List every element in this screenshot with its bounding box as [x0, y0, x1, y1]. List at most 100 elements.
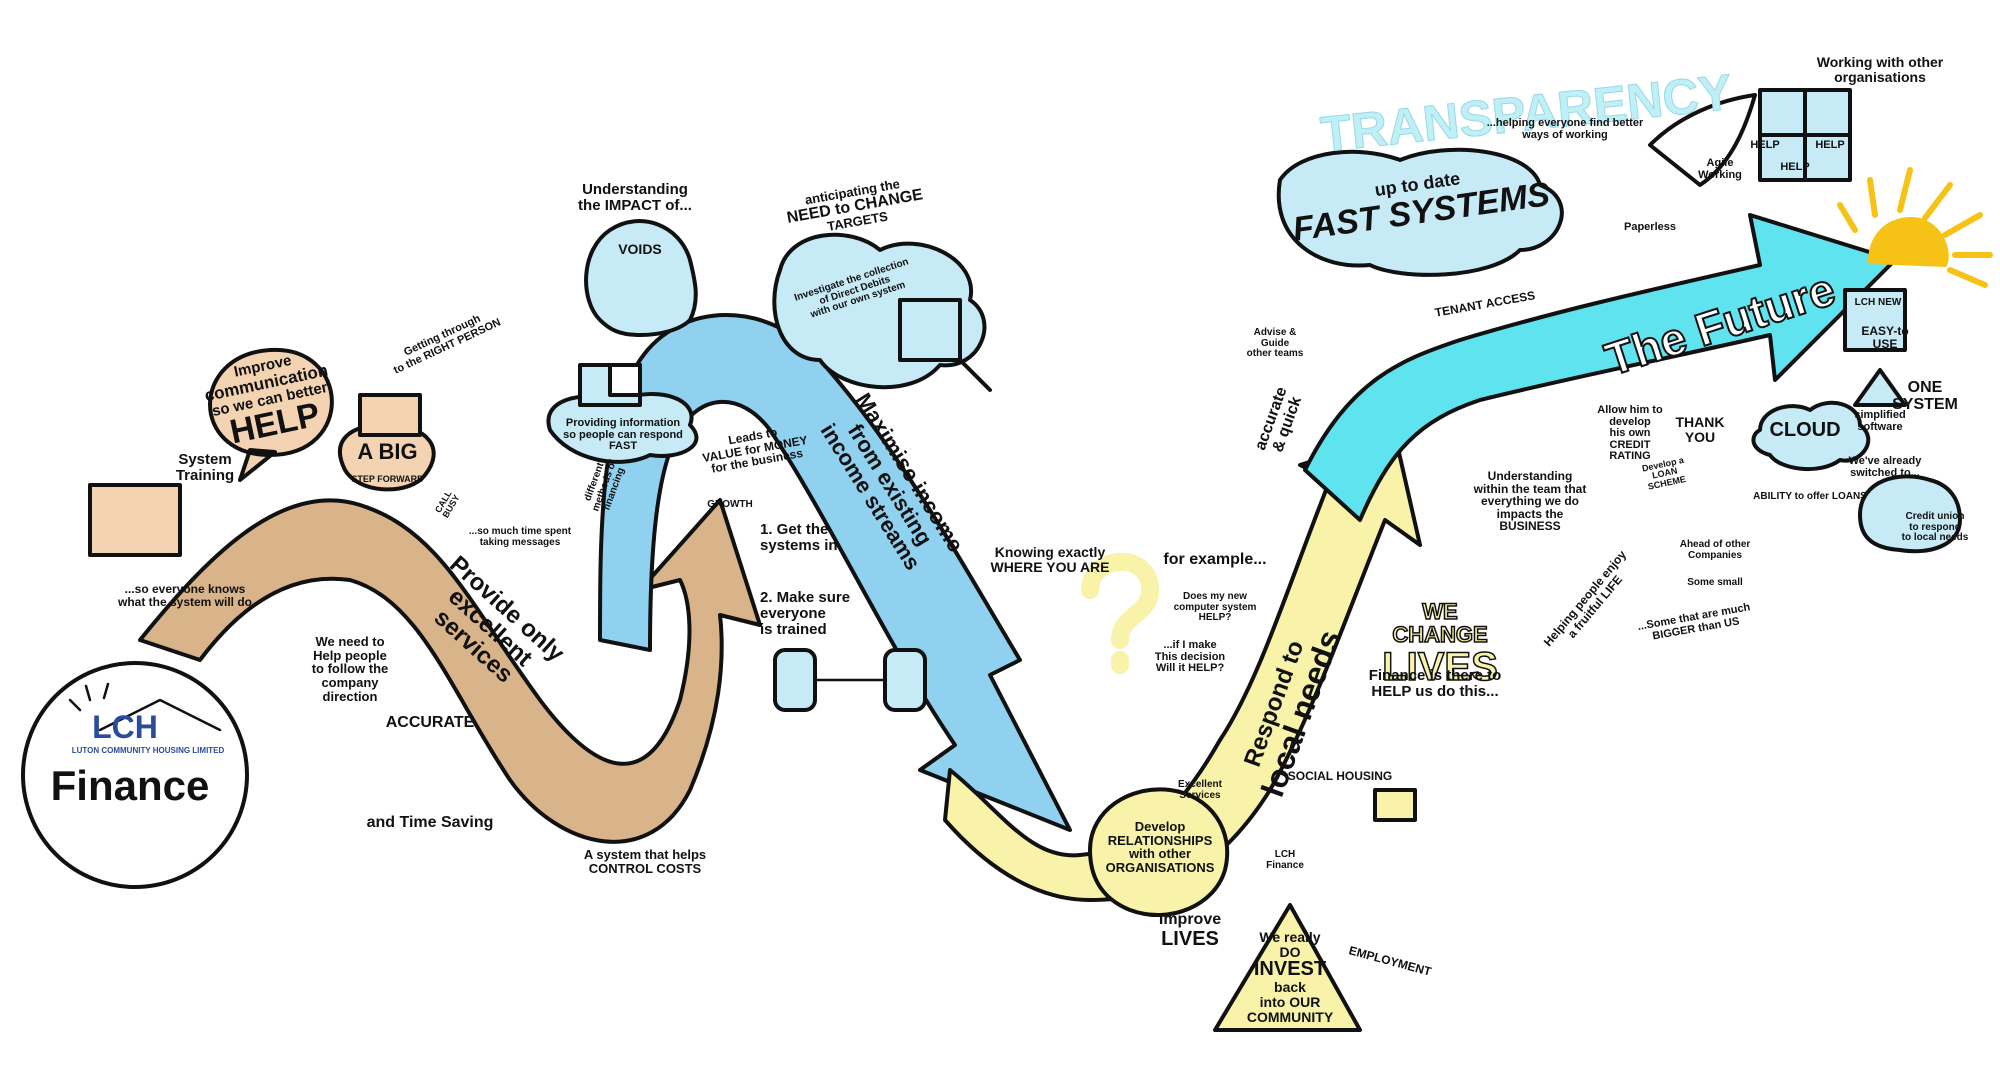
gs-2: systems in — [760, 536, 838, 554]
ms-2: everyone — [760, 604, 826, 622]
system-training-label: System Training — [160, 452, 250, 484]
puzzle-piece — [1803, 88, 1852, 137]
we-change-label: WE CHANGE LIVES — [1380, 599, 1500, 689]
cloud-label: CLOUD — [1769, 419, 1841, 441]
st-1: System — [178, 451, 232, 468]
helping-everyone-label: ...helping everyone find better ways of … — [1470, 117, 1660, 141]
logo-org-name: LUTON COMMUNITY HOUSING LIMITED — [72, 746, 225, 755]
logo-letters: LCH — [92, 709, 158, 745]
gs-1: 1. Get the — [760, 521, 829, 538]
ut-3: everything we do — [1480, 494, 1580, 509]
ag2-2: Guide — [1260, 337, 1290, 349]
st-2: Training — [175, 466, 235, 484]
ag2-3: other teams — [1246, 348, 1304, 359]
computer-monitor-icon — [88, 483, 182, 557]
up-arrow-icon — [1853, 368, 1907, 407]
accurate-label: ACCURATE — [385, 714, 475, 731]
voids-head — [584, 219, 698, 337]
allow-develop-label: Allow him to develop his own CREDIT RATI… — [1590, 404, 1670, 463]
develop-relationships-label: Develop RELATIONSHIPS with other ORGANIS… — [1085, 820, 1235, 875]
he-2: ways of working — [1522, 128, 1608, 141]
some-small-label: Some small — [1687, 577, 1743, 588]
credit-union-label: Credit union to respond to local needs — [1890, 511, 1980, 544]
ag2-1: Advise & — [1253, 327, 1297, 338]
social-housing-label: SOCIAL HOUSING — [1287, 769, 1393, 783]
simplified-label: simplified software — [1840, 409, 1920, 433]
bs-1: A BIG — [357, 439, 418, 464]
as-2: switched to... — [1850, 466, 1920, 479]
dr-3: with other — [1128, 846, 1192, 862]
advise-guide-label: Advise & Guide other teams — [1245, 327, 1305, 360]
providing-info-label: Providing information so people can resp… — [553, 417, 693, 453]
question-mark-icon — [1081, 552, 1160, 674]
ui-2: the IMPACT of... — [578, 196, 692, 214]
eu-1: EASY-to — [1861, 324, 1909, 338]
se-2: what the system will do — [117, 594, 253, 609]
cu-1: Credit union — [1905, 511, 1965, 522]
ms-1: 2. Make sure — [760, 589, 851, 606]
iv-3: INVEST — [1253, 958, 1327, 981]
finance-there-label: Finance is there to HELP us do this... — [1345, 668, 1525, 700]
understanding-impact-label: Understanding the IMPACT of... — [560, 182, 710, 214]
ag-2: Working — [1698, 168, 1742, 181]
big-step-label: A BIG STEP FORWARD — [345, 440, 430, 486]
hp-4: company — [321, 674, 379, 690]
ms-3: is trained — [760, 620, 827, 638]
dr-1: Develop — [1134, 819, 1186, 834]
logo-department: Finance — [51, 762, 210, 809]
ut-2: within the team that — [1473, 481, 1587, 496]
se-1: ...so everyone knows — [124, 582, 246, 596]
dr-4: ORGANISATIONS — [1105, 859, 1215, 875]
il-1: Improve — [1158, 911, 1222, 928]
im-3: Will it HELP? — [1155, 662, 1225, 675]
im-1: ...if I make — [1163, 639, 1217, 651]
ad-4: CREDIT — [1609, 438, 1651, 451]
invest-triangle — [1213, 903, 1362, 1032]
puzzle-icon — [1758, 88, 1852, 182]
ad-1: Allow him to — [1597, 404, 1663, 416]
info-sign-icon — [608, 363, 642, 397]
im-2: This decision — [1154, 650, 1226, 663]
hp-5: direction — [322, 688, 378, 704]
ah-1: Ahead of other — [1679, 539, 1751, 550]
ad-5: RATING — [1609, 450, 1651, 463]
invest-label: We really DO INVEST back into OUR COMMUN… — [1230, 930, 1350, 1024]
pi-1: Providing information — [565, 417, 681, 429]
dumbbell-icon — [773, 648, 927, 712]
ln-1: LCH — [1854, 297, 1876, 308]
iv-4: back — [1274, 979, 1306, 996]
puzzle-piece — [1758, 88, 1807, 137]
lch-new-label: LCH NEW — [1848, 297, 1908, 309]
big-step-bubble — [338, 423, 436, 492]
lf-2: Finance — [1266, 859, 1304, 871]
ut-4: impacts the — [1496, 506, 1564, 521]
ft-1: Finance is there to — [1368, 667, 1502, 684]
iv-5: into OUR — [1259, 994, 1321, 1011]
es-2: Services — [1179, 789, 1221, 801]
ty-2: YOU — [1684, 428, 1716, 445]
new-computer-label: Does my new computer system HELP? — [1165, 591, 1265, 624]
nc-1: Does my new — [1183, 591, 1247, 602]
improve-communication-bubble — [208, 347, 334, 482]
pi-2: so people can respond FAST — [563, 428, 683, 453]
lf-1: LCH — [1274, 849, 1296, 860]
lch-finance-label: LCH Finance — [1260, 849, 1310, 871]
ln-2: NEW — [1878, 297, 1902, 308]
si-1: simplified — [1854, 409, 1906, 421]
fast-systems-cloud — [1276, 147, 1564, 277]
iv-1: We really — [1259, 929, 1321, 945]
control-costs-label: A system that helps CONTROL COSTS — [570, 848, 720, 875]
less-time-label: ...so much time spent taking messages — [460, 526, 580, 548]
cc-2: CONTROL COSTS — [588, 860, 702, 876]
paperless-label: Paperless — [1624, 221, 1676, 233]
ad-3: his own — [1609, 427, 1651, 440]
develop-relationships-circle — [1088, 787, 1230, 917]
finance-logo: LCH LUTON COMMUNITY HOUSING LIMITED Fina… — [21, 661, 249, 889]
growth-label: GROWTH — [707, 499, 753, 510]
time-saving-label: and Time Saving — [366, 814, 494, 831]
ww-1: Working with other — [1816, 54, 1944, 70]
ag-1: Agile — [1706, 157, 1734, 169]
nc-3: HELP? — [1198, 612, 1232, 623]
magnifier-icon — [898, 298, 992, 392]
